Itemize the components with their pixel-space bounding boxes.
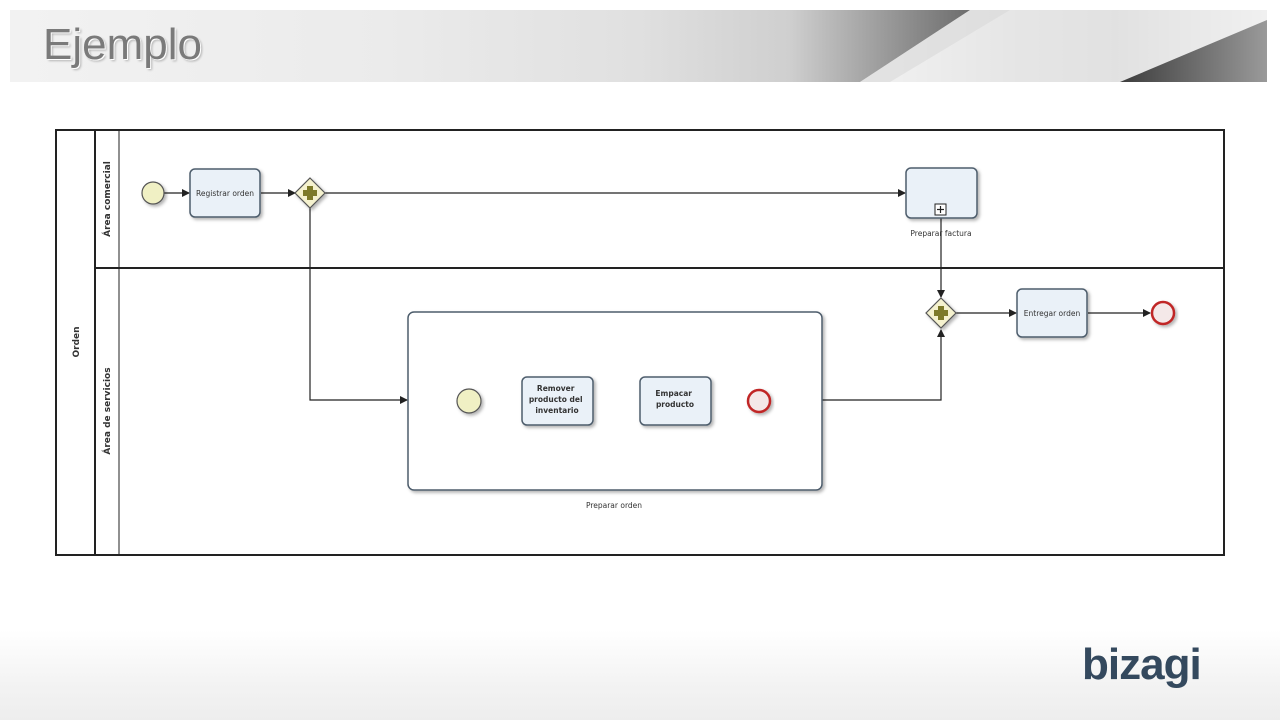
task-registrar-label: Registrar orden [196, 189, 254, 198]
task-empacar-producto[interactable]: Empacar producto [639, 376, 712, 426]
sub-end-event[interactable] [746, 388, 772, 414]
flow-subprocess-to-join [822, 329, 945, 401]
task-remover-producto[interactable]: Remover producto del inventario [521, 376, 594, 426]
task-registrar-orden[interactable]: Registrar orden [189, 168, 261, 218]
parallel-gateway-join[interactable] [925, 297, 957, 329]
task-remover-label: Remover producto del inventario [529, 384, 585, 415]
end-event[interactable] [1150, 300, 1176, 326]
banner-graphic [860, 10, 1267, 82]
subprocess-preparar-factura[interactable]: Preparar factura [905, 167, 978, 238]
lane-area-comercial: Área comercial [101, 161, 113, 237]
subprocess-orden-label: Preparar orden [586, 501, 642, 510]
sub-start-event[interactable] [456, 388, 482, 414]
subprocess-preparar-orden[interactable]: Preparar orden [407, 311, 823, 510]
start-event[interactable] [141, 181, 165, 205]
plus-icon [303, 186, 317, 200]
slide-title: Ejemplo [43, 20, 202, 69]
footer-band [0, 630, 1280, 720]
task-empacar-line-2: producto [656, 400, 694, 409]
title-banner [10, 10, 1267, 82]
parallel-gateway-split[interactable] [294, 177, 326, 209]
task-entregar-label: Entregar orden [1024, 309, 1081, 318]
task-remover-line-2: producto del [529, 395, 583, 404]
task-remover-line-3: inventario [535, 406, 578, 415]
task-remover-line-1: Remover [537, 384, 575, 393]
flow-gateway-to-subprocess [309, 208, 408, 404]
bizagi-logo: bizagi [1082, 640, 1202, 689]
pool-label: Orden [72, 326, 82, 357]
task-empacar-line-1: Empacar [655, 389, 692, 398]
task-empacar-label: Empacar producto [655, 389, 694, 409]
plus-icon [934, 306, 948, 320]
lane-area-servicios: Área de servicios [101, 367, 113, 454]
lane-label-comercial: Área comercial [101, 161, 113, 237]
task-entregar-orden[interactable]: Entregar orden [1016, 288, 1088, 338]
subprocess-factura-label: Preparar factura [910, 229, 971, 238]
lane-label-servicios: Área de servicios [101, 367, 113, 454]
expand-icon[interactable] [934, 203, 947, 216]
